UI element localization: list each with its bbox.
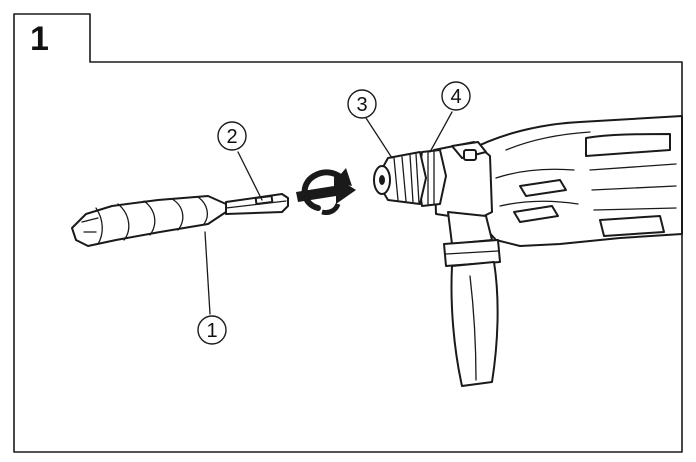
callout-number-1: 1	[206, 320, 217, 342]
callout-number-3: 3	[356, 94, 367, 116]
callout-number-4: 4	[450, 86, 461, 108]
callout-leader-2	[237, 151, 263, 201]
callout-number-2: 2	[226, 126, 237, 148]
hammer-drill	[373, 115, 683, 387]
drill-bit	[71, 193, 289, 247]
callout-circle-3	[347, 89, 377, 119]
callout-circle-4	[441, 81, 471, 111]
rotate-arrow-icon	[301, 168, 352, 215]
callout-leader-1	[204, 231, 211, 315]
callout-circle-2	[217, 121, 247, 151]
callout-leader-3	[365, 117, 393, 159]
figure-frame	[13, 13, 683, 453]
step-number: 1	[30, 20, 49, 58]
callout-circle-1	[197, 315, 227, 345]
callout-leader-4	[429, 111, 453, 153]
